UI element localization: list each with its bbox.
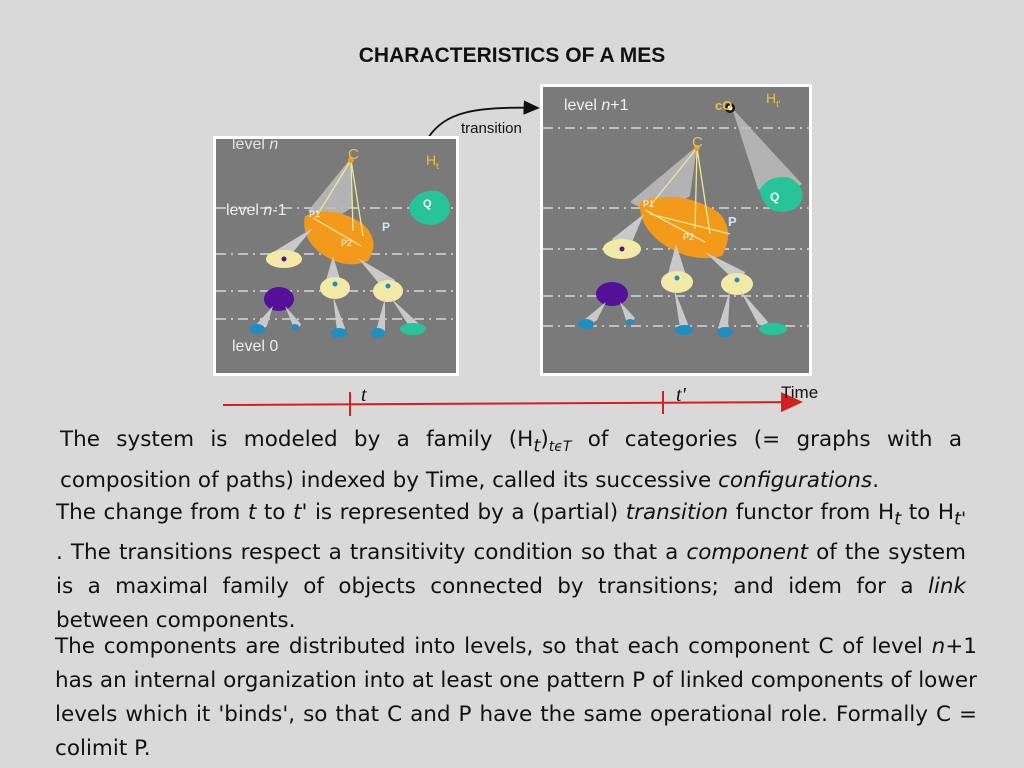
slide-title: CHARACTERISTICS OF A MES (358, 44, 666, 67)
transition-label: transition (461, 120, 522, 137)
tick-t-label: t (361, 384, 367, 406)
p2-prime-label: P2 (683, 232, 695, 242)
time-axis (222, 391, 803, 416)
config-panel-t-prime: level n+1 C cO Ht' P Q P1 P2 (540, 84, 812, 376)
paragraph-levels: The components are distributed into leve… (55, 634, 977, 761)
level-n-plus-1-label: level n+1 (564, 97, 629, 114)
paragraph-transitions: The change from t to t' is represented b… (56, 500, 966, 634)
co-label: cO (715, 98, 733, 113)
p2-label: P2 (341, 238, 353, 248)
q-prime-label: Q (770, 190, 780, 204)
pattern-p-label: P (382, 220, 391, 234)
component-c-prime-label: C (692, 134, 703, 151)
p1-prime-label: P1 (643, 199, 655, 209)
q-label: Q (423, 198, 432, 210)
config-diagram-t-prime (543, 87, 809, 373)
time-axis-label: Time (781, 383, 819, 402)
level-n-minus-1-label: level n-1 (226, 202, 287, 219)
p1-label: P1 (309, 209, 321, 219)
config-diagram-t (216, 139, 456, 373)
paragraph-configurations: The system is modeled by a family (Ht)tϵ… (60, 427, 962, 494)
level-0-label: level 0 (232, 338, 279, 355)
pattern-p-prime-label: P (728, 214, 737, 229)
transition-arrow (427, 100, 540, 139)
component-c-label: C (348, 146, 359, 163)
config-panel-t: level n level n-1 level 0 C P Ht Q P1 P2 (213, 136, 459, 376)
ht-prime-label: Ht' (766, 90, 781, 109)
level-n-label: level n (232, 136, 279, 153)
tick-t-prime-label: t' (676, 384, 686, 406)
ht-label: Ht (426, 152, 439, 171)
